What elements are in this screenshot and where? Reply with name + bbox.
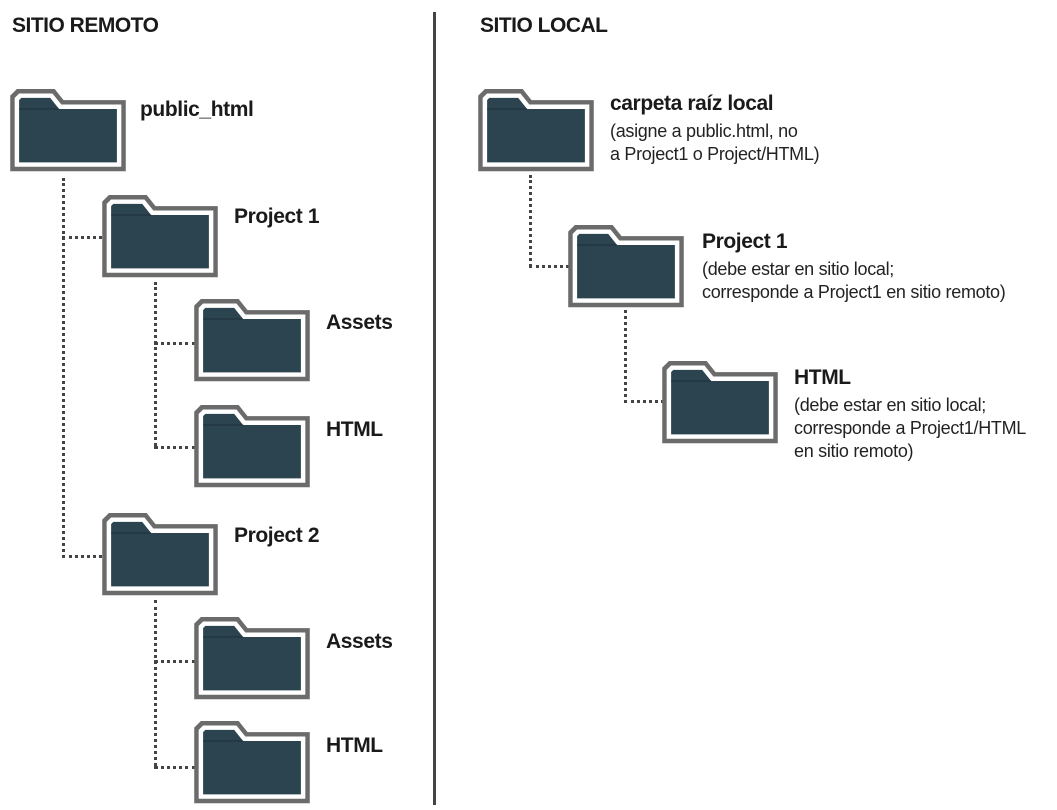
folder-icon bbox=[660, 356, 780, 446]
connector-p1-html bbox=[154, 446, 196, 449]
folder-label-project1: Project 1 bbox=[234, 205, 320, 228]
folder-label-local-root: carpeta raíz local bbox=[610, 92, 774, 115]
folder-icon bbox=[100, 190, 220, 280]
folder-label-p1-html: HTML bbox=[326, 418, 383, 441]
folder-icon bbox=[100, 508, 220, 598]
connector-project2-vertical bbox=[154, 600, 157, 766]
folder-icon bbox=[192, 400, 312, 490]
connector-project2 bbox=[62, 555, 102, 558]
folder-desc-local-project1: (debe estar en sitio local; corresponde … bbox=[702, 259, 1006, 302]
folder-label-p1-assets: Assets bbox=[326, 311, 393, 334]
connector-project1 bbox=[62, 236, 102, 239]
folder-label-local-html: HTML bbox=[794, 366, 851, 389]
connector-local-root-vertical bbox=[529, 175, 532, 267]
folder-icon bbox=[192, 294, 312, 384]
folder-icon bbox=[476, 84, 596, 174]
folder-icon bbox=[566, 220, 686, 310]
folder-icon bbox=[192, 716, 312, 806]
folder-label-p2-assets: Assets bbox=[326, 630, 393, 653]
connector-p2-assets bbox=[154, 660, 196, 663]
folder-label-local-project1: Project 1 bbox=[702, 230, 788, 253]
remote-site-heading: SITIO REMOTO bbox=[12, 14, 159, 37]
connector-p1-assets bbox=[154, 342, 196, 345]
folder-label-project2: Project 2 bbox=[234, 524, 320, 547]
local-site-heading: SITIO LOCAL bbox=[480, 14, 608, 37]
folder-desc-local-root: (asigne a public.html, no a Project1 o P… bbox=[610, 121, 820, 164]
connector-root-vertical bbox=[62, 178, 65, 558]
connector-p2-html bbox=[154, 766, 196, 769]
folder-icon bbox=[8, 84, 128, 174]
connector-local-html bbox=[624, 400, 664, 403]
folder-label-p2-html: HTML bbox=[326, 734, 383, 757]
folder-label-public-html: public_html bbox=[140, 98, 254, 121]
connector-local-project1-vertical bbox=[624, 310, 627, 403]
connector-local-project1 bbox=[529, 265, 569, 268]
column-divider bbox=[433, 12, 436, 805]
folder-icon bbox=[192, 612, 312, 702]
folder-desc-local-html: (debe estar en sitio local; corresponde … bbox=[794, 395, 1027, 461]
connector-project1-vertical bbox=[154, 282, 157, 446]
